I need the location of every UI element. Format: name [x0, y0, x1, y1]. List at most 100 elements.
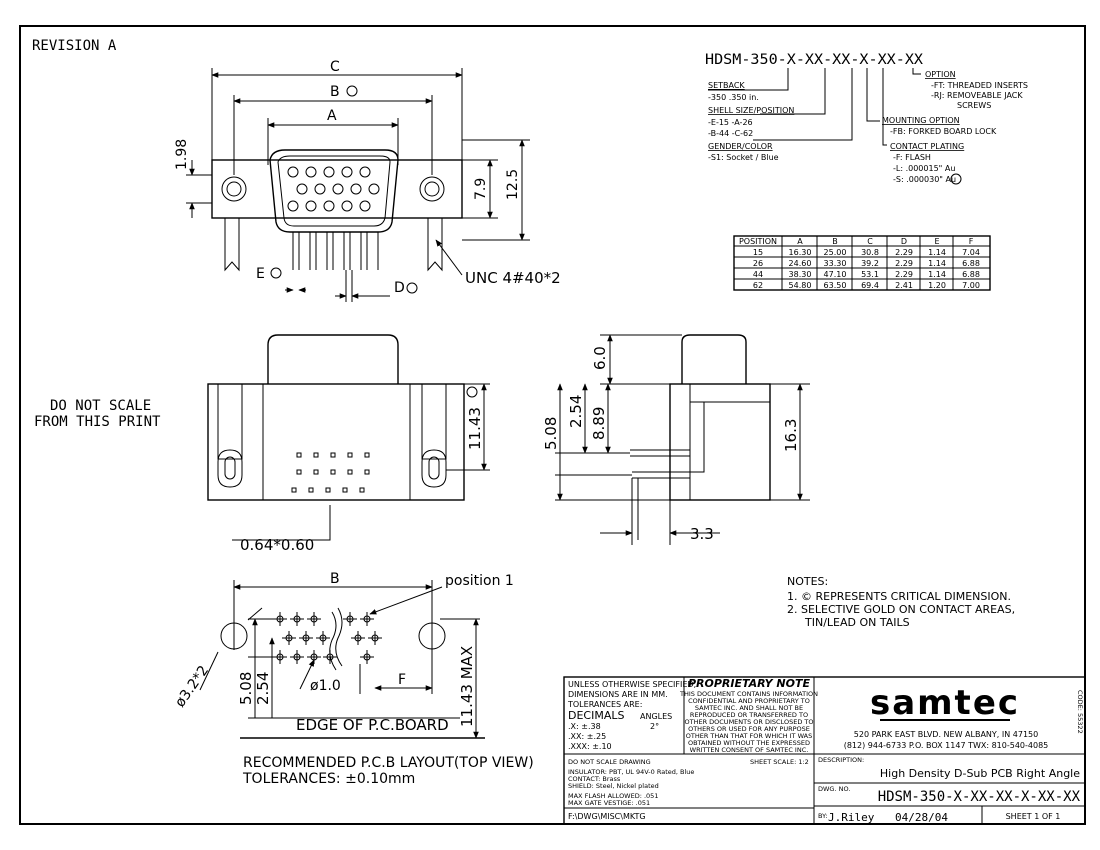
- table-header: F: [969, 237, 974, 246]
- proprietary-line: SAMTEC INC. AND SHALL NOT BE: [695, 704, 803, 712]
- table-cell: 2.41: [895, 281, 913, 290]
- gender-line-1: -S1: Socket / Blue: [708, 153, 779, 162]
- plating-line-1: -F: FLASH: [893, 153, 931, 162]
- spec-line-2: DIMENSIONS ARE IN MM.: [568, 690, 668, 699]
- pcb-dim-d254-label: 2.54: [254, 672, 272, 705]
- mounting-title: MOUNTING OPTION: [882, 116, 960, 125]
- option-line-2: -RJ: REMOVEABLE JACK: [931, 91, 1023, 100]
- proprietary-line: OTHER DOCUMENTS OR DISCLOSED TO: [684, 718, 813, 726]
- dim-c-label: C: [330, 59, 340, 75]
- shell-line-1: -E-15 -A-26: [708, 118, 753, 127]
- dim-e-label: E: [256, 266, 265, 282]
- dimension-table: POSITION A B C D E F 15 16.30 25.00 30.8…: [733, 235, 991, 291]
- pcb-caption: RECOMMENDED P.C.B LAYOUT(TOP VIEW): [243, 755, 534, 771]
- proprietary-line: OBTAINED WITHOUT THE EXPRESSED: [688, 739, 810, 747]
- proprietary-title: PROPRIETARY NOTE: [688, 677, 811, 690]
- part-number-pattern: HDSM-350-X-XX-XX-X-XX-XX: [705, 52, 924, 68]
- edge-of-board-label: EDGE OF P.C.BOARD: [296, 716, 449, 734]
- file-path: F:\DWG\MISC\MKTG: [568, 812, 646, 821]
- material-line: CONTACT: Brass: [568, 775, 621, 783]
- sheet-border: [19, 25, 1086, 825]
- pcb-layout-view: B position 1 ø3.2*2: [172, 571, 534, 787]
- sheet-scale: SHEET SCALE: 1:2: [750, 758, 809, 766]
- table-cell: 15: [753, 248, 763, 257]
- proprietary-line: WRITTEN CONSENT OF SAMTEC INC.: [690, 746, 809, 754]
- proprietary-line: OTHERS OR USED FOR ANY PURPOSE: [688, 725, 810, 733]
- material-line: INSULATOR: PBT, UL 94V-0 Rated, Blue: [568, 768, 694, 776]
- pcb-dim-d32-label: ø3.2*2: [172, 663, 212, 710]
- note-2: 2. SELECTIVE GOLD ON CONTACT AREAS,: [787, 603, 1015, 616]
- proprietary-line: THIS DOCUMENT CONTAINS INFORMATION: [679, 690, 818, 698]
- address-line: 520 PARK EAST BLVD. NEW ALBANY, IN 47150: [854, 730, 1038, 739]
- table-header: D: [901, 237, 907, 246]
- proprietary-line: OTHER THAN THAT FOR WHICH IT WAS: [686, 732, 813, 740]
- spec-line-3: TOLERANCES ARE:: [567, 700, 642, 709]
- spec-line-1: UNLESS OTHERWISE SPECIFIED,: [568, 680, 696, 689]
- title-block: UNLESS OTHERWISE SPECIFIED, DIMENSIONS A…: [563, 676, 1086, 825]
- table-cell: 1.14: [928, 248, 946, 257]
- table-cell: 16.30: [789, 248, 812, 257]
- critical-dim-symbol: [346, 85, 358, 97]
- table-cell: 38.30: [789, 270, 812, 279]
- proprietary-line: REPRODUCED OR TRANSFERRED TO: [690, 711, 808, 719]
- gender-title: GENDER/COLOR: [708, 142, 773, 151]
- proprietary-line: CONFIDENTIAL AND PROPRIETARY TO: [688, 697, 810, 705]
- dim-a-label: A: [327, 108, 337, 124]
- shell-line-2: -B-44 -C-62: [708, 129, 753, 138]
- by-label: BY:: [818, 812, 827, 820]
- tol-x: .X: ±.38: [568, 722, 601, 731]
- table-cell: 25.00: [824, 248, 847, 257]
- do-not-scale-drawing: DO NOT SCALE DRAWING: [568, 758, 651, 766]
- table-cell: 6.88: [962, 270, 980, 279]
- unc-thread-label: UNC 4#40*2: [465, 269, 561, 287]
- pcb-dim-b-label: B: [330, 571, 340, 587]
- do-not-scale-line-2: FROM THIS PRINT: [34, 414, 161, 430]
- table-cell: 6.88: [962, 259, 980, 268]
- revision-label: REVISION A: [32, 38, 117, 54]
- plating-line-2: -L: .000015" Au: [893, 164, 955, 173]
- dim-254-label: 2.54: [567, 395, 585, 428]
- date: 04/28/04: [895, 811, 948, 824]
- option-line-1: -FT: THREADED INSERTS: [931, 81, 1028, 90]
- dim-198-label: 1.98: [174, 139, 190, 170]
- phone-line: (812) 944-6733 P.O. BOX 1147 TWX: 810-54…: [844, 741, 1049, 750]
- pcb-dim-d1143-label: 11.43 MAX: [458, 646, 476, 727]
- table-header: B: [832, 237, 838, 246]
- dim-508-label: 5.08: [542, 417, 560, 450]
- angles-label: ANGLES: [640, 712, 672, 721]
- table-cell: 47.10: [824, 270, 847, 279]
- option-title: OPTION: [925, 70, 956, 79]
- table-header: E: [934, 237, 939, 246]
- dim-d-label: D: [394, 280, 405, 296]
- table-cell: 44: [753, 270, 763, 279]
- author: J.Riley: [828, 811, 875, 824]
- flash-line: MAX GATE VESTIGE: .051: [568, 799, 650, 807]
- position-1-label: position 1: [445, 573, 514, 589]
- table-cell: 54.80: [789, 281, 812, 290]
- note-3: TIN/LEAD ON TAILS: [804, 616, 910, 629]
- pcb-dim-d10-label: ø1.0: [310, 678, 341, 694]
- description-value: High Density D-Sub PCB Right Angle: [880, 767, 1080, 780]
- side-view: 6.0 2.54 8.89 5.08 16.3 3.3: [542, 334, 810, 545]
- dim-163-label: 16.3: [782, 419, 800, 452]
- table-cell: 2.29: [895, 259, 913, 268]
- table-header: A: [797, 237, 803, 246]
- samtec-logo: samtec: [870, 683, 1020, 723]
- mounting-line-1: -FB: FORKED BOARD LOCK: [890, 127, 997, 136]
- dim-33-label: 3.3: [690, 525, 714, 543]
- dim-1143-label: 11.43: [466, 407, 484, 450]
- table-cell: 1.14: [928, 270, 946, 279]
- pcb-dim-d508-label: 5.08: [237, 672, 255, 705]
- plating-title: CONTACT PLATING: [890, 142, 964, 151]
- table-cell: 39.2: [861, 259, 879, 268]
- shell-title: SHELL SIZE/POSITION: [708, 106, 794, 115]
- table-cell: 53.1: [861, 270, 879, 279]
- table-header: POSITION: [739, 237, 777, 246]
- dim-889-label: 8.89: [590, 407, 608, 440]
- notes: NOTES: 1. © REPRESENTS CRITICAL DIMENSIO…: [787, 575, 1015, 629]
- table-header: C: [867, 237, 873, 246]
- decimals-label: DECIMALS: [568, 709, 624, 722]
- table-cell: 7.04: [962, 248, 980, 257]
- table-cell: 62: [753, 281, 763, 290]
